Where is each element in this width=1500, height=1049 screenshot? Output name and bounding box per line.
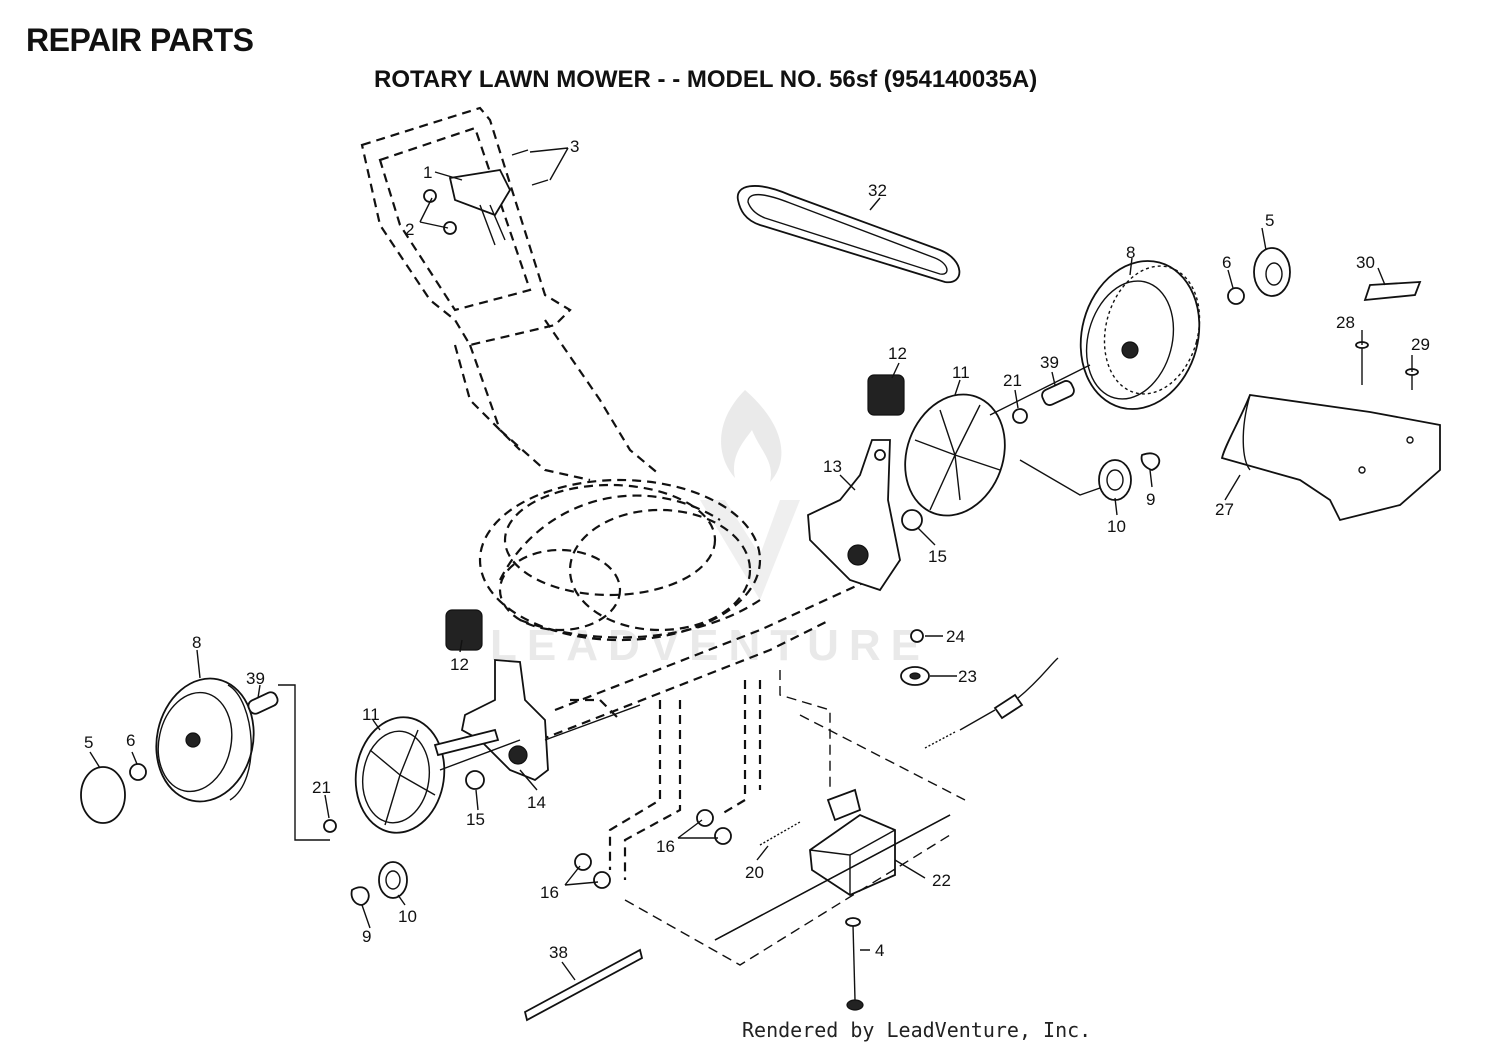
callout-15-left: 15 [466,810,485,829]
callout-8-right: 8 [1126,243,1135,262]
callout-39-left: 39 [246,669,265,688]
part-nut-16-c [574,853,592,871]
engine-outline [478,478,762,642]
callout-23: 23 [958,667,977,686]
transmission-frame-dash [624,714,966,966]
page-title: REPAIR PARTS [26,22,254,58]
part-drive-wheel-left [354,716,446,834]
part-nut-24 [910,629,924,643]
axle-line-left [439,704,641,771]
callout-11-left: 11 [362,705,380,724]
callout-16-a: 16 [656,837,675,856]
part-nut-6-left [129,763,147,781]
part-clip-9-right [1140,452,1161,471]
part-gear-15-left [465,770,485,790]
part-bracket-13 [807,439,901,592]
part-nut-6-right [1227,287,1245,305]
callout-9-right: 9 [1146,490,1155,509]
callout-12-left: 12 [450,655,469,674]
part-gear-15-right [901,509,923,531]
callout-28: 28 [1336,313,1355,332]
part-screw-29 [1405,368,1419,390]
bushing-line-left [278,684,330,841]
part-label-30 [1363,281,1422,302]
footer-credit: Rendered by LeadVenture, Inc. [742,1018,1092,1042]
callout-9-left: 9 [362,927,371,946]
part-grip-12-right [867,374,905,416]
part-drive-wheel-right [904,393,1006,517]
callout-4: 4 [875,941,884,960]
callout-21-right: 21 [1003,371,1022,390]
callout-11-right: 11 [952,363,970,382]
gear-line-right [1019,459,1101,496]
callout-24: 24 [946,627,965,646]
part-hubcap-left [80,766,126,824]
leader-lines [89,147,1413,981]
part-spring-cable [924,657,1059,749]
part-bushing-39-left [247,691,279,715]
handle-outline [360,106,661,482]
callout-13: 13 [823,457,842,476]
part-nut-16-a [696,809,714,827]
part-spring-20 [759,821,801,846]
part-nut-16-d [593,871,611,889]
part-bushing-39-right [1041,380,1075,406]
deck-frame-outline [539,574,881,880]
part-clip-9-left [350,886,370,906]
model-subtitle: ROTARY LAWN MOWER - - MODEL NO. 56sf (95… [374,66,1038,93]
callout-12-right: 12 [888,344,907,363]
callout-14: 14 [527,793,546,812]
part-screw-28 [1355,341,1369,385]
callout-2: 2 [405,220,414,239]
callout-6-left: 6 [126,731,135,750]
callout-5-right: 5 [1265,211,1274,230]
part-control-bracket [423,149,549,246]
callout-1: 1 [423,163,432,182]
callout-5-left: 5 [84,733,93,752]
callout-29: 29 [1411,335,1430,354]
callout-21-left: 21 [312,778,331,797]
callout-30: 30 [1356,253,1375,272]
part-hubcap-right [1253,247,1291,297]
part-rear-wheel-left [155,677,255,803]
callout-22: 22 [932,871,951,890]
part-grip-12-left [445,609,483,651]
callout-32: 32 [868,181,887,200]
part-pulley-23 [900,666,930,686]
axle-line-right [989,364,1091,416]
part-rod-38 [523,948,644,1022]
callout-15-right: 15 [928,547,947,566]
watermark-text: LEADVENTURE [490,621,930,670]
part-transmission [714,788,951,941]
callout-27: 27 [1215,500,1234,519]
part-pinion-10-right [1098,459,1132,501]
callout-39-right: 39 [1040,353,1059,372]
part-rear-skirt [1220,394,1441,522]
cable-guide-dash [779,670,831,790]
callout-20: 20 [745,863,764,882]
callout-labels: 1 2 3 32 5 6 8 30 28 29 12 11 21 39 13 9… [84,137,1430,962]
part-nut-16-b [714,827,732,845]
part-washer-21-left [323,819,337,833]
part-washer-21-right [1012,408,1028,424]
callout-16-b: 16 [540,883,559,902]
part-bracket-14 [433,659,549,782]
callout-10-left: 10 [398,907,417,926]
callout-3: 3 [570,137,579,156]
callout-10-right: 10 [1107,517,1126,536]
callout-38: 38 [549,943,568,962]
part-belt [736,185,961,283]
callout-6-right: 6 [1222,253,1231,272]
callout-8-left: 8 [192,633,201,652]
part-pinion-10-left [378,861,408,899]
part-rear-wheel-right [1079,260,1201,410]
part-bolt-4 [845,917,864,1011]
